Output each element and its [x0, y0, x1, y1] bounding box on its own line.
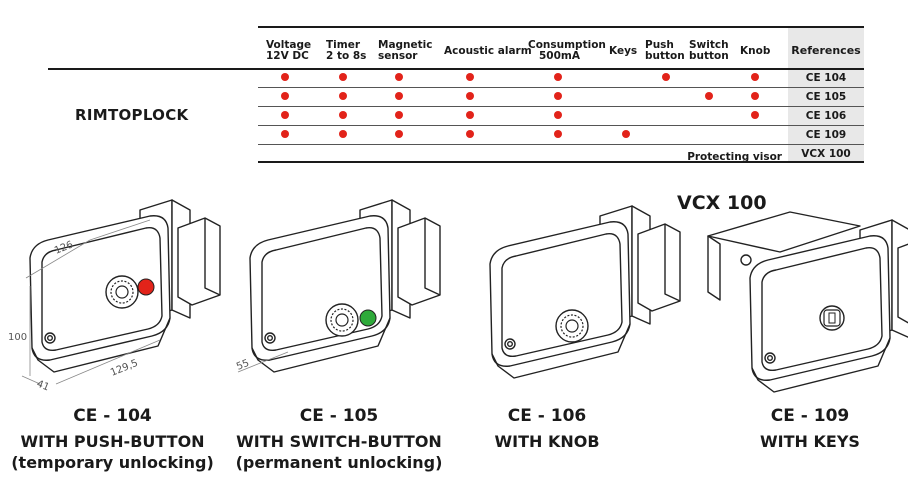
product-note: (permanent unlocking)	[235, 453, 443, 472]
feature-dot	[281, 111, 289, 119]
lock-ce105-drawing	[249, 199, 441, 373]
references-column	[788, 28, 864, 161]
visor-label: VCX 100	[677, 192, 767, 214]
feature-dot	[751, 73, 759, 81]
brand-name: RIMTOPLOCK	[75, 106, 189, 124]
ref-ce105: CE 105	[805, 91, 847, 103]
product-code: CE - 104	[73, 406, 152, 426]
caption-ce105: CE - 105 WITH SWITCH-BUTTON (permanent u…	[226, 406, 452, 473]
product-code: CE - 109	[770, 406, 850, 426]
lock-ce104-drawing	[29, 199, 221, 373]
protecting-visor-label: Protecting visor	[687, 151, 782, 163]
table-top-rule	[258, 26, 864, 28]
table-bottom-rule	[258, 161, 864, 163]
product-feature: WITH KEYS	[760, 432, 860, 451]
feature-dot	[466, 130, 474, 138]
caption-ce109: CE - 109 WITH KEYS	[730, 406, 890, 452]
feature-dot	[622, 130, 630, 138]
caption-ce106: CE - 106 WITH KNOB	[462, 406, 632, 452]
ref-vcx100: VCX 100	[801, 148, 851, 160]
feature-dot	[705, 92, 713, 100]
product-feature: WITH KNOB	[494, 432, 600, 451]
header-keys: Keys	[609, 45, 638, 57]
row-divider	[258, 125, 864, 126]
dimension-lines	[21, 219, 161, 385]
feature-dot	[339, 111, 347, 119]
header-references: References	[791, 44, 861, 57]
product-code: CE - 105	[299, 406, 379, 426]
feature-dot	[751, 111, 759, 119]
dim-depth: 41	[35, 379, 51, 394]
feature-dot	[554, 73, 562, 81]
feature-dot	[466, 73, 474, 81]
feature-dot	[751, 92, 759, 100]
feature-dot	[339, 130, 347, 138]
feature-dot	[662, 73, 670, 81]
ref-ce106: CE 106	[805, 110, 847, 122]
feature-dot	[339, 73, 347, 81]
product-feature: WITH PUSH-BUTTON	[20, 432, 205, 451]
dimension-lines	[237, 351, 289, 373]
feature-dot	[554, 92, 562, 100]
feature-dot	[281, 92, 289, 100]
ref-ce109: CE 109	[805, 129, 847, 141]
feature-dot	[395, 92, 403, 100]
feature-dot	[395, 111, 403, 119]
feature-dot	[281, 73, 289, 81]
visor-vcx100-drawing	[707, 211, 861, 301]
feature-dot	[554, 130, 562, 138]
product-code: CE - 106	[507, 406, 587, 426]
dim-length: 129,5	[109, 358, 140, 379]
ref-ce104: CE 104	[805, 72, 847, 84]
feature-dot	[281, 130, 289, 138]
feature-dot	[554, 111, 562, 119]
feature-dot	[395, 130, 403, 138]
row-divider	[258, 106, 864, 107]
row-divider	[258, 87, 864, 88]
dim-offset: 55	[235, 358, 251, 373]
table-header-rule	[48, 68, 864, 70]
feature-dot	[395, 73, 403, 81]
caption-ce104: CE - 104 WITH PUSH-BUTTON (temporary unl…	[0, 406, 225, 473]
lock-ce109-drawing	[749, 219, 908, 393]
feature-dot	[339, 92, 347, 100]
feature-dot	[466, 111, 474, 119]
lock-ce106-drawing	[489, 205, 681, 379]
dim-height: 100	[8, 332, 27, 343]
product-feature: WITH SWITCH-BUTTON	[236, 432, 442, 451]
header-acoustic-alarm: Acoustic alarm	[444, 45, 532, 57]
product-note: (temporary unlocking)	[11, 453, 214, 472]
feature-dot	[466, 92, 474, 100]
header-knob: Knob	[740, 45, 771, 57]
row-divider	[258, 144, 864, 145]
